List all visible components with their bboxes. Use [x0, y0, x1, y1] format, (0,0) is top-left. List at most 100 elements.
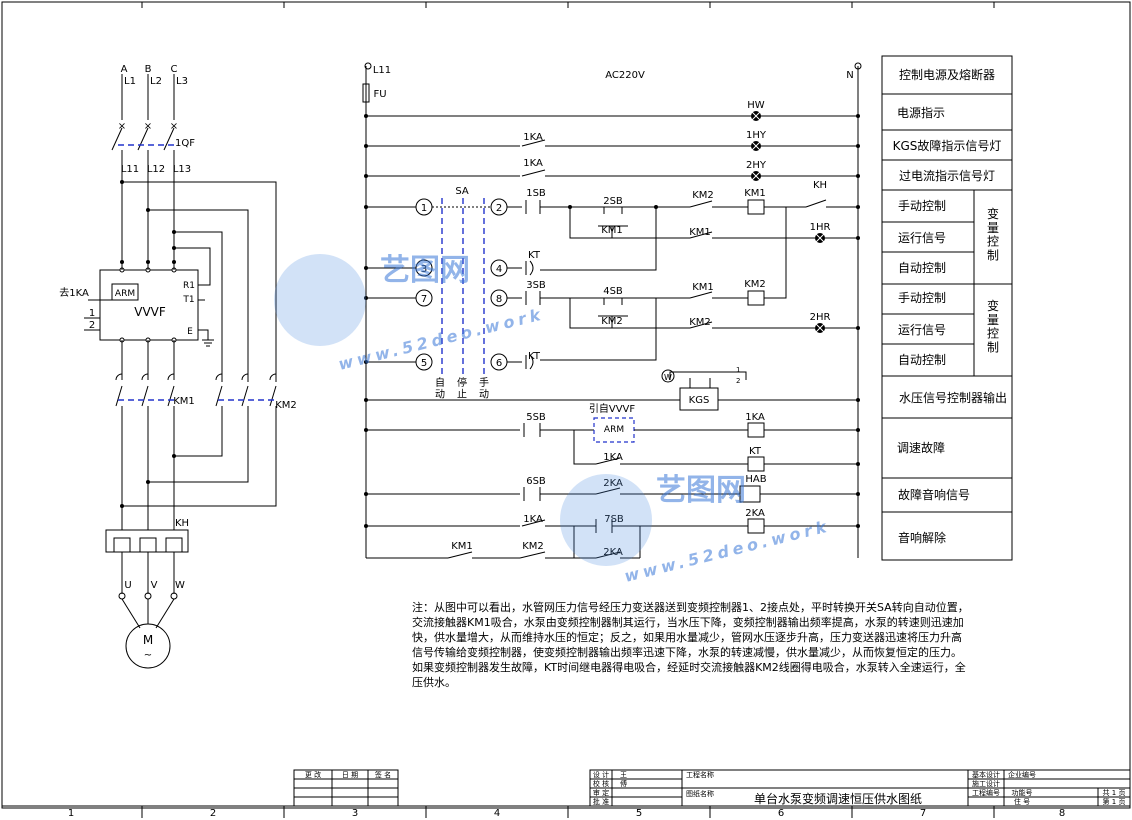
lamp-1hr: 1HR — [810, 222, 831, 233]
svg-text:×: × — [144, 121, 152, 132]
watermark-url-1: www.52deo.work — [336, 304, 546, 374]
lamp-1hy: 1HY — [746, 130, 767, 141]
load-line-l11: L11 — [121, 164, 139, 175]
legend-row: 过电流指示信号灯 — [899, 168, 995, 183]
sa-pos-stop: 停止 — [457, 376, 467, 401]
contact-km1-nc: KM1 — [692, 282, 714, 293]
watermark-1: 艺图网 www.52deo.work — [274, 253, 546, 374]
svg-text:6: 6 — [496, 358, 502, 369]
btn-1sb: 1SB — [526, 188, 546, 199]
lamp-2hy: 2HY — [746, 160, 767, 171]
legend-row: KGS故障指示信号灯 — [893, 138, 1002, 153]
rev-header: 日 期 — [342, 771, 358, 779]
title-block: 更 改 日 期 签 名 设 计 校 核 审 定 批 准 王 傅 工程名称 图纸名… — [293, 769, 1131, 807]
ctrl-supply: AC220V — [605, 70, 645, 81]
explanatory-note: 注：从图中可以看出，水管网压力信号经压力变送器送到变频控制器1、2接点处，平时转… — [412, 601, 969, 689]
coil-2ka: 2KA — [745, 508, 765, 519]
svg-text:校 核: 校 核 — [593, 779, 609, 788]
watermark-2: 艺图网 www.52deo.work — [560, 473, 832, 586]
vvvf-t1: T1 — [182, 295, 194, 305]
vvvf-label: VVVF — [134, 305, 166, 319]
breaker-label: 1QF — [175, 138, 195, 149]
col-num: 5 — [636, 808, 642, 819]
svg-text:4: 4 — [496, 264, 502, 275]
legend-row: 控制电源及熔断器 — [899, 67, 995, 82]
kgs-label: KGS — [689, 395, 710, 406]
legend-row: 水压信号控制器输出 — [899, 390, 1007, 405]
contact-kt-2: KT — [528, 351, 541, 362]
col-num: 2 — [210, 808, 216, 819]
phase-label-b: B — [145, 64, 152, 75]
vvvf-in1: 1 — [89, 308, 95, 319]
vvvf-r1: R1 — [183, 281, 195, 291]
sheet-total: 共 1 页 — [1103, 788, 1126, 797]
contact-2ka: 2KA — [603, 478, 623, 489]
sheet-number: 第 1 页 — [1103, 797, 1126, 806]
kh-label: KH — [175, 518, 189, 529]
contact-1ka-3: 1KA — [523, 514, 543, 525]
legend-row: 自动控制 — [898, 261, 946, 275]
contact-km1-run: KM1 — [689, 227, 711, 238]
legend-row: 手动控制 — [898, 199, 946, 213]
sa-pos-auto: 自动 — [435, 376, 445, 401]
svg-text:×: × — [118, 121, 126, 132]
ctrl-fu: FU — [373, 89, 386, 100]
legend-row: 电源指示 — [897, 105, 945, 120]
rev-header: 更 改 — [305, 770, 321, 779]
svg-text:1: 1 — [421, 203, 427, 214]
coil-kt: KT — [749, 446, 762, 457]
line-label-l1: L1 — [124, 76, 136, 87]
col-num: 3 — [352, 808, 358, 819]
coil-1ka: 1KA — [745, 412, 765, 423]
km1-label: KM1 — [173, 396, 195, 407]
svg-text:王: 王 — [620, 771, 627, 779]
lamp-hw: HW — [747, 100, 765, 111]
drawing-title: 单台水泵变频调速恒压供水图纸 — [754, 791, 922, 806]
thermal-relay-kh: KH — [105, 518, 189, 553]
vvvf-in2: 2 — [89, 320, 95, 331]
btn-7sb: 7SB — [604, 514, 624, 525]
legend-group-2: 变量控制 — [987, 298, 999, 354]
load-line-l12: L12 — [147, 164, 165, 175]
control-circuit: L11 AC220V N FU HW 1KA 1HY 1KA 2HY SA 自动… — [362, 62, 862, 559]
vvvf-arm: ARM — [115, 289, 135, 299]
btn-6sb: 6SB — [526, 476, 546, 487]
legend-row: 调速故障 — [897, 440, 945, 455]
rev-header: 签 名 — [375, 770, 391, 779]
legend-row: 运行信号 — [898, 323, 946, 337]
sa-pos-manual: 手动 — [479, 376, 489, 401]
btn-4sb: 4SB — [603, 286, 623, 297]
alarm-hab: HAB — [745, 474, 766, 485]
svg-text:8: 8 — [496, 294, 502, 305]
btn-5sb: 5SB — [526, 412, 546, 423]
contact-km1-alarm: KM1 — [451, 541, 473, 552]
btn-3sb: 3SB — [526, 280, 546, 291]
vvvf-e: E — [187, 327, 193, 337]
coil-km1: KM1 — [744, 188, 766, 199]
contact-1ka-b: 1KA — [523, 158, 543, 169]
column-ticks — [141, 2, 995, 818]
sa-label: SA — [455, 186, 469, 197]
lamp-2hr: 2HR — [810, 312, 831, 323]
arm-from: 引自VVVF — [589, 402, 636, 415]
function-legend: 控制电源及熔断器 电源指示 KGS故障指示信号灯 过电流指示信号灯 手动控制 运… — [881, 55, 1013, 561]
phase-label-a: A — [121, 64, 128, 75]
contactor-contacts: KM1 KM2 — [115, 373, 297, 411]
kgs-pin2: 2 — [736, 377, 740, 385]
phase-label-c: C — [171, 64, 178, 75]
col-num: 8 — [1059, 808, 1065, 819]
svg-text:功能号: 功能号 — [1012, 788, 1033, 797]
legend-group-1: 变量控制 — [987, 206, 999, 262]
kgs-box — [679, 387, 719, 411]
legend-row: 运行信号 — [898, 231, 946, 245]
svg-text:住 号: 住 号 — [1014, 797, 1030, 806]
legend-row: 音响解除 — [898, 530, 946, 545]
contact-1ka-hold: 1KA — [603, 452, 623, 463]
km2-label: KM2 — [275, 400, 297, 411]
arm-label: ARM — [604, 425, 624, 435]
line-label-l2: L2 — [150, 76, 162, 87]
col-num: 7 — [920, 808, 926, 819]
motor-label: M — [143, 633, 153, 647]
